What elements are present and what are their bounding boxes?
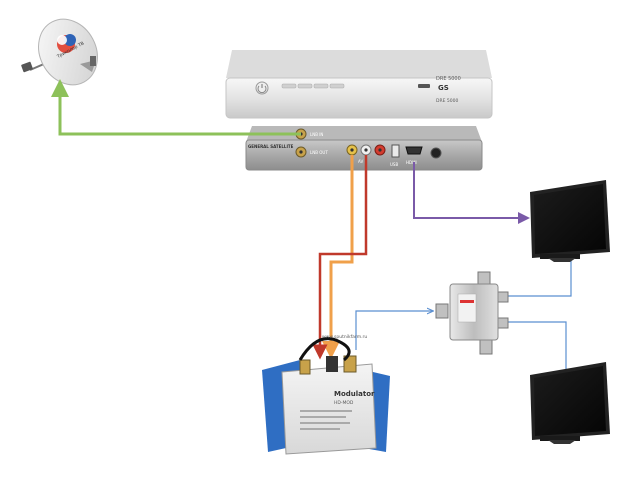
- modulator-model: HD-MOD: [334, 400, 354, 406]
- receiver-front-brand: GS: [438, 84, 449, 92]
- modulator-title: Modulator: [334, 390, 375, 398]
- splitter-icon: [435, 271, 509, 355]
- flat-tv-icon: [530, 180, 610, 262]
- hdmi-cable: [413, 162, 530, 224]
- receiver-front-view: DRE 5000 GS DRE 5000: [225, 50, 493, 119]
- rca-red-cable: [312, 155, 368, 360]
- coax-splitter-to-tv2: [500, 321, 566, 392]
- lnb-out-label: LNB OUT: [310, 150, 328, 155]
- satellite-cable: [51, 79, 301, 136]
- coax-mod-to-splitter: [355, 311, 432, 350]
- rf-modulator-icon: www.sputnikfarm.ru Modulator HD-MOD: [262, 334, 390, 455]
- satellite-dish-icon: Триколор ТВ: [21, 18, 98, 86]
- receiver-front-small: DRE 5000: [436, 98, 458, 104]
- usb-port: [391, 144, 400, 158]
- usb-label: USB: [390, 162, 398, 167]
- rear-brand-label: GENERAL SATELLITE: [248, 144, 294, 149]
- hdmi-label: HDMI: [406, 160, 417, 165]
- hdmi-port: [405, 146, 423, 155]
- lnb-in-label: LNB IN: [310, 132, 323, 137]
- flat-tv-icon: [530, 362, 610, 444]
- receiver-rear-panel: GENERAL SATELLITE LNB IN LNB OUT AV USB …: [245, 126, 483, 171]
- av-label: AV: [358, 159, 363, 164]
- rca-orange-cable: [322, 155, 354, 359]
- modulator-url: www.sputnikfarm.ru: [322, 334, 367, 340]
- receiver-front-model: DRE 5000: [436, 76, 461, 82]
